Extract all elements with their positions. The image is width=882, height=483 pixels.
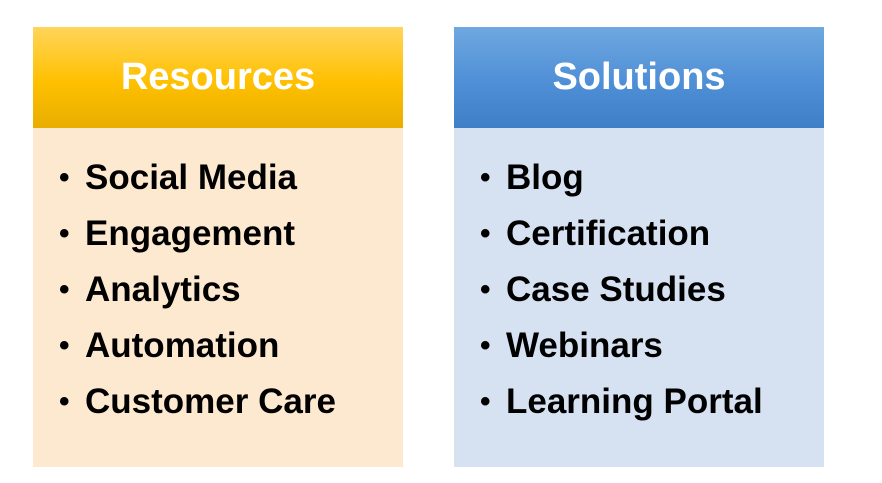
solutions-column: Solutions •Blog •Certification •Case Stu…: [454, 27, 824, 467]
bullet-icon: •: [59, 273, 70, 306]
resources-list: •Social Media •Engagement •Analytics •Au…: [59, 150, 403, 430]
bullet-icon: •: [480, 217, 491, 250]
resources-header: Resources: [33, 27, 403, 128]
solutions-header: Solutions: [454, 27, 824, 128]
resources-item-customer-care: •Customer Care: [59, 382, 336, 421]
bullet-icon: •: [480, 385, 491, 418]
solutions-item-case-studies: •Case Studies: [480, 270, 726, 309]
solutions-item-certification: •Certification: [480, 214, 711, 253]
resources-item-automation: •Automation: [59, 326, 280, 365]
resources-item-analytics: •Analytics: [59, 270, 241, 309]
resources-item-social-media: •Social Media: [59, 158, 298, 197]
solutions-item-learning-portal: •Learning Portal: [480, 382, 763, 421]
solutions-list: •Blog •Certification •Case Studies •Webi…: [480, 150, 824, 430]
solutions-item-blog: •Blog: [480, 158, 584, 197]
solutions-item-webinars: •Webinars: [480, 326, 663, 365]
bullet-icon: •: [59, 161, 70, 194]
resources-column: Resources •Social Media •Engagement •Ana…: [33, 27, 403, 467]
solutions-body: •Blog •Certification •Case Studies •Webi…: [454, 128, 824, 467]
bullet-icon: •: [480, 161, 491, 194]
bullet-icon: •: [59, 385, 70, 418]
bullet-icon: •: [480, 273, 491, 306]
resources-title: Resources: [120, 56, 316, 98]
bullet-icon: •: [59, 329, 70, 362]
solutions-title: Solutions: [552, 56, 726, 98]
resources-body: •Social Media •Engagement •Analytics •Au…: [33, 128, 403, 467]
resources-item-engagement: •Engagement: [59, 214, 296, 253]
bullet-icon: •: [480, 329, 491, 362]
bullet-icon: •: [59, 217, 70, 250]
